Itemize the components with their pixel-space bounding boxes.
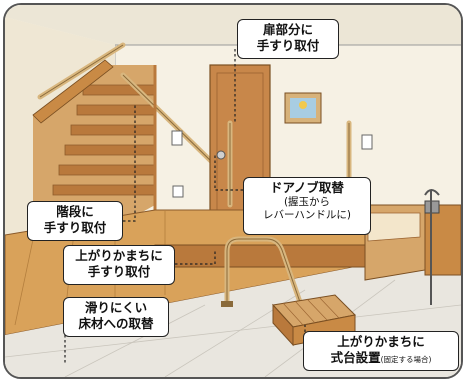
callout-stairs-handrail: 階段に 手すり取付 <box>27 201 123 241</box>
callout-line: 床材への取替 <box>78 315 154 331</box>
callout-line: ドアノブ取替 <box>270 180 344 195</box>
illustration-frame: 扉部分に 手すり取付 階段に 手すり取付 ドアノブ取替 (握玉から レバーハンド… <box>3 3 463 379</box>
callout-step-handrail: 上がりかまちに 手すり取付 <box>63 245 175 285</box>
callout-line: 手すり取付 <box>87 263 151 279</box>
callout-line: 滑りにくい <box>84 300 148 315</box>
callout-floor: 滑りにくい 床材への取替 <box>63 297 169 337</box>
callout-step-platform: 上がりかまちに 式台設置(固定する場合) <box>303 331 459 371</box>
callout-note: (固定する場合) <box>380 354 432 364</box>
cane-holder <box>424 189 440 305</box>
callout-door-handrail: 扉部分に 手すり取付 <box>237 19 339 59</box>
callout-line: 式台設置 <box>330 349 381 365</box>
callout-line: 手すり取付 <box>43 219 107 235</box>
wall-picture <box>284 92 322 124</box>
callout-line: レバーハンドルに) <box>263 209 351 222</box>
callout-line: (握玉から <box>283 195 331 208</box>
callout-line: 扉部分に <box>262 22 313 37</box>
callout-line: 上がりかまちに <box>75 248 163 263</box>
callout-line: 手すり取付 <box>256 37 320 53</box>
callout-doorknob: ドアノブ取替 (握玉から レバーハンドルに) <box>243 177 371 235</box>
callout-line: 上がりかまちに <box>337 334 425 349</box>
callout-line: 階段に <box>56 204 94 219</box>
